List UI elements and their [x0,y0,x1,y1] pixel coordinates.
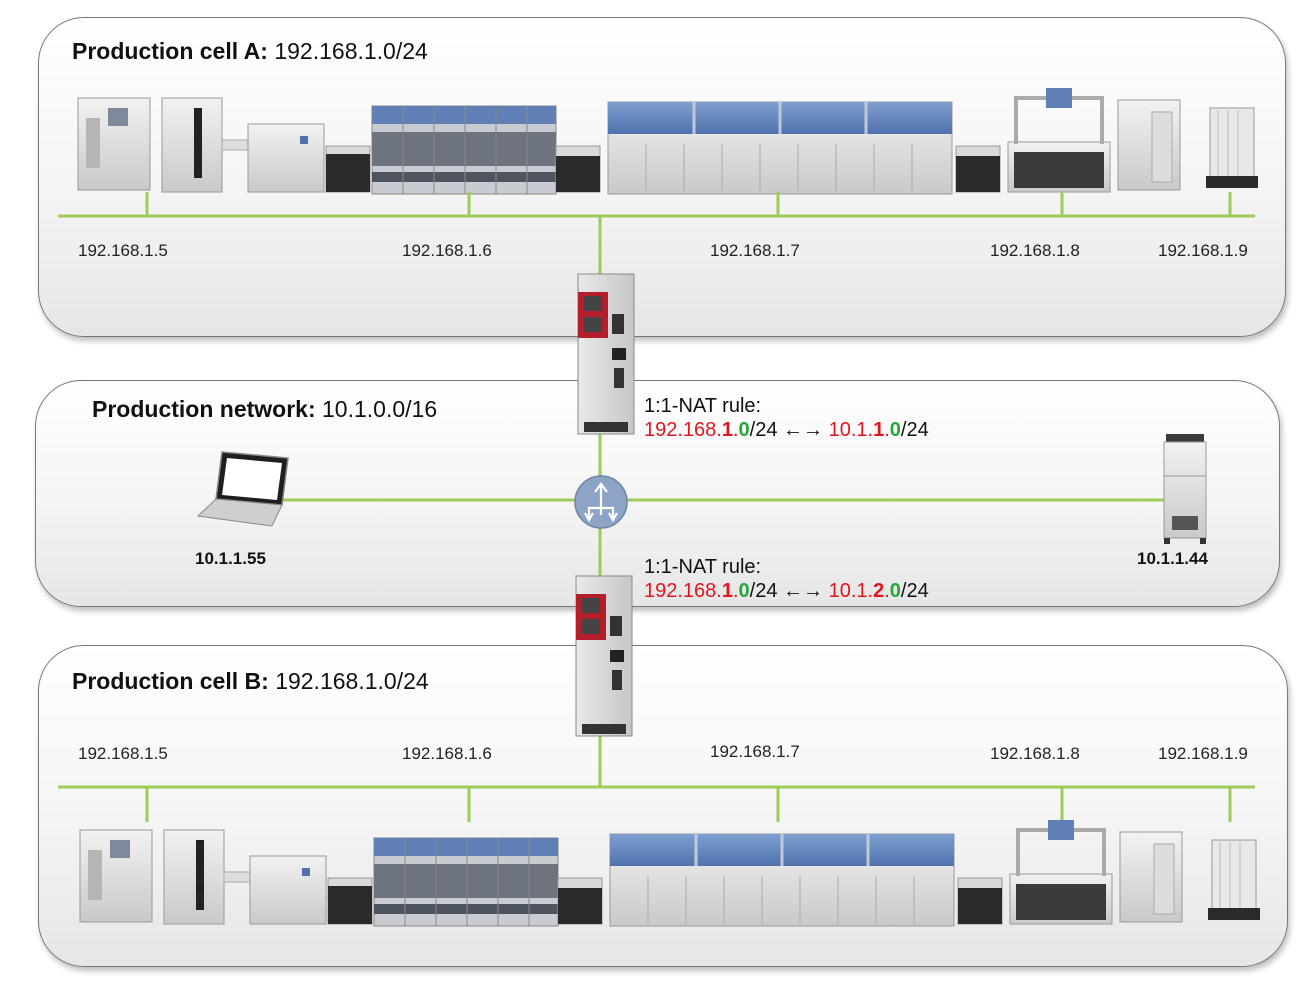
cell-a-ip-5: 192.168.1.9 [1158,241,1248,260]
laptop-icon [196,451,289,527]
laptop-ip: 10.1.1.55 [195,549,266,568]
server-ip: 10.1.1.44 [1137,549,1208,568]
nat-a-dst-dot: . [884,419,890,441]
nat-a-arrow: ←→ [783,419,824,441]
cell-a-network-links [58,192,1255,275]
network-subnet: 10.1.0.0/16 [322,396,438,422]
nat-a-src-octet4: 0 [738,419,750,441]
nat-b-src-dot: . [732,580,739,602]
nat-b-arrow: ←→ [783,580,824,602]
nat-b-dst-octet3: 2 [873,580,885,602]
nat-b-src-octet3: 1 [721,580,733,602]
nat-rule-b: 1:1-NAT rule: 192.168.1.0/24 ←→ 10.1.2.0… [644,555,929,603]
cell-b-ip-2: 192.168.1.6 [402,744,492,763]
nat-rule-a-label: 1:1-NAT rule: [644,395,762,417]
network-title-label: Production network: [92,396,316,422]
nat-b-src-prefix: 192.168. [644,580,722,602]
network-title: Production network: 10.1.0.0/16 [92,396,437,423]
nat-gateway-bottom [575,575,633,737]
cell-a-subnet: 192.168.1.0/24 [274,38,428,64]
nat-b-src-octet4: 0 [738,580,750,602]
cell-a-ip-2: 192.168.1.6 [402,241,492,260]
production-line-b [78,818,1262,928]
nat-a-dst-prefix: 10.1. [828,419,874,441]
cell-b-subnet: 192.168.1.0/24 [275,668,429,694]
nat-a-src-prefix: 192.168. [644,419,722,441]
nat-a-dst-octet4: 0 [889,419,901,441]
cell-a-title-label: Production cell A: [72,38,268,64]
nat-rule-b-mapping: 192.168.1.0/24 ←→ 10.1.2.0/24 [644,579,929,603]
nat-a-src-octet3: 1 [721,419,733,441]
cell-b-title: Production cell B: 192.168.1.0/24 [72,668,429,695]
router-icon [574,475,628,529]
cell-b-ip-1: 192.168.1.5 [78,744,168,763]
nat-a-dst-mask: /24 [900,419,929,441]
cell-b-network-links [58,735,1255,822]
nat-b-dst-mask: /24 [900,580,929,602]
cell-b-ip-3: 192.168.1.7 [710,742,800,761]
nat-b-dst-dot: . [884,580,890,602]
nat-b-dst-prefix: 10.1. [828,580,874,602]
nat-rule-a: 1:1-NAT rule: 192.168.1.0/24 ←→ 10.1.1.0… [644,394,929,442]
nat-a-dst-octet3: 1 [873,419,885,441]
cell-b-ip-4: 192.168.1.8 [990,744,1080,763]
nat-b-src-mask: /24 [749,580,778,602]
cell-a-ip-3: 192.168.1.7 [710,241,800,260]
nat-a-src-mask: /24 [749,419,778,441]
cell-b-ip-5: 192.168.1.9 [1158,744,1248,763]
nat-rule-a-mapping: 192.168.1.0/24 ←→ 10.1.1.0/24 [644,418,929,442]
cell-b-title-label: Production cell B: [72,668,269,694]
nat-rule-b-label: 1:1-NAT rule: [644,556,762,578]
server-icon [1163,434,1207,544]
nat-b-dst-octet4: 0 [889,580,901,602]
cell-a-ip-1: 192.168.1.5 [78,241,168,260]
nat-a-src-dot: . [732,419,739,441]
cell-a-title: Production cell A: 192.168.1.0/24 [72,38,428,65]
nat-gateway-top [577,273,635,435]
production-line-a [76,86,1260,196]
cell-a-ip-4: 192.168.1.8 [990,241,1080,260]
